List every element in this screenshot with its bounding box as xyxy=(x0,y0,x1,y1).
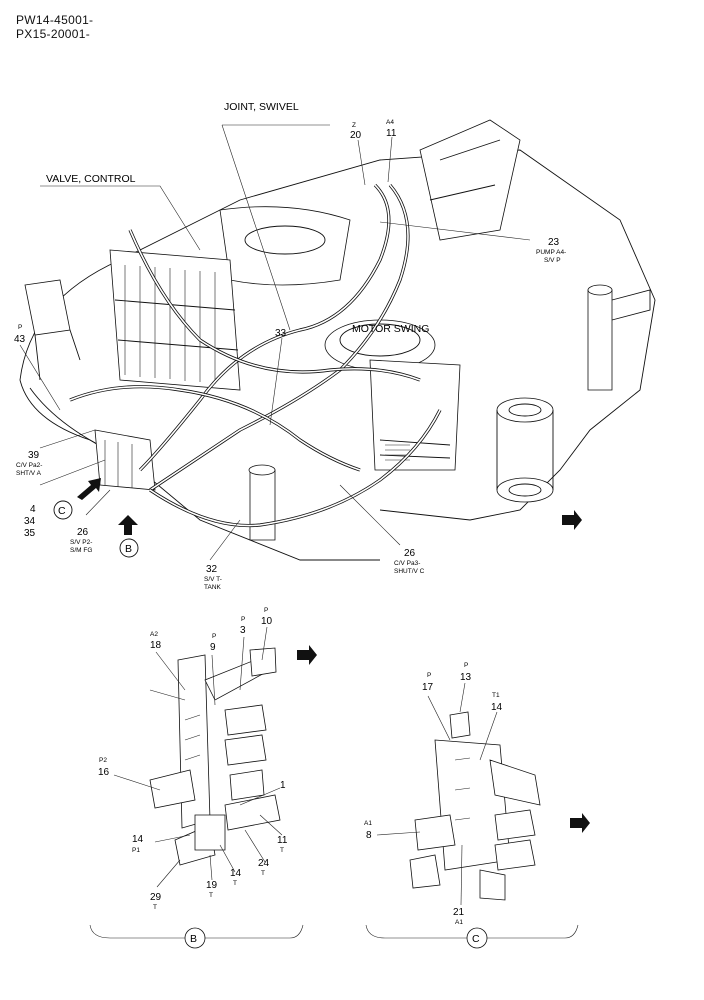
leader-lines-c xyxy=(376,682,498,906)
label-joint-swivel: JOINT, SWIVEL xyxy=(224,101,299,113)
detail-b-10-port: P xyxy=(264,607,268,614)
detail-b-callout-1: 1 xyxy=(280,780,286,791)
callout-43-port: P xyxy=(18,324,22,331)
detail-c-13-port: P xyxy=(464,662,468,669)
svg-text:B: B xyxy=(190,933,197,945)
view-marker-b: B xyxy=(119,538,139,558)
label-motor-swing: MOTOR SWING xyxy=(352,323,429,335)
detail-b-3-port: P xyxy=(241,616,245,623)
detail-b-callout-3: 3 xyxy=(240,625,246,636)
detail-c-callout-14: 14 xyxy=(491,702,503,713)
main-frame-drawing xyxy=(19,119,656,561)
detail-c-17-port: P xyxy=(427,672,431,679)
detail-b-11-port: T xyxy=(280,847,284,854)
callout-23: 23 xyxy=(548,237,560,248)
callout-32-desc-2: TANK xyxy=(204,584,222,591)
detail-b-callout-14: 14 xyxy=(132,834,144,845)
detail-b-callout-10: 10 xyxy=(261,616,273,627)
detail-b-19-port: T xyxy=(209,892,213,899)
detail-b-callout-11: 11 xyxy=(277,835,288,846)
callout-33: 33 xyxy=(275,328,287,339)
view-marker-c: C xyxy=(53,500,73,520)
view-arrow-right-main xyxy=(562,510,582,530)
callout-26b-desc-1: C/V Pa3- xyxy=(394,560,420,567)
leader-lines-main xyxy=(19,124,531,561)
callout-34: 34 xyxy=(24,516,36,527)
detail-b-title: B xyxy=(89,924,304,949)
svg-text:C: C xyxy=(58,505,66,517)
callout-26b-desc-2: SHUT/V C xyxy=(394,568,425,575)
callout-39-desc-2: SHT/V A xyxy=(16,470,42,477)
view-arrow-right-b xyxy=(297,645,317,665)
detail-c-21-port: A1 xyxy=(455,919,463,926)
callout-11: 11 xyxy=(386,128,397,139)
detail-c-8-port: A1 xyxy=(364,820,372,827)
callout-26a: 26 xyxy=(77,527,89,538)
detail-b-callout-14b: 14 xyxy=(230,868,242,879)
detail-c-14-port: T1 xyxy=(492,692,500,699)
detail-b-callout-29: 29 xyxy=(150,892,162,903)
svg-text:B: B xyxy=(125,543,132,555)
detail-c-callout-8: 8 xyxy=(366,830,372,841)
callout-32-desc-1: S/V T- xyxy=(204,576,222,583)
view-c-arrow xyxy=(77,478,101,500)
detail-b-callout-18: 18 xyxy=(150,640,162,651)
serial-range-1: PW14-45001- xyxy=(16,13,94,27)
callout-23-desc-1: PUMP A4- xyxy=(536,249,566,256)
detail-c-drawing xyxy=(409,711,541,901)
serial-range-2: PX15-20001- xyxy=(16,27,91,41)
callout-26a-desc-1: S/V P2- xyxy=(70,539,92,546)
callout-39: 39 xyxy=(28,450,40,461)
callout-20: 20 xyxy=(350,130,362,141)
callout-20-port: Z xyxy=(352,122,356,129)
detail-b-14b-port: T xyxy=(233,880,237,887)
detail-b-callout-16: 16 xyxy=(98,767,110,778)
view-arrow-right-c xyxy=(570,813,590,833)
hydraulic-hoses xyxy=(69,183,442,528)
detail-b-callout-9: 9 xyxy=(210,642,216,653)
detail-b-callout-24: 24 xyxy=(258,858,270,869)
detail-c-callout-17: 17 xyxy=(422,682,434,693)
callout-43: 43 xyxy=(14,334,26,345)
detail-b-24-port: T xyxy=(261,870,265,877)
callout-35: 35 xyxy=(24,528,36,539)
view-b-arrow xyxy=(118,515,138,535)
detail-c-callout-21: 21 xyxy=(453,907,465,918)
callout-26a-desc-2: S/M FG xyxy=(70,547,92,554)
detail-b-14-port: P1 xyxy=(132,847,140,854)
callout-26b: 26 xyxy=(404,548,416,559)
leader-lines-b xyxy=(113,626,283,888)
detail-b-18-port: A2 xyxy=(150,631,158,638)
detail-b-drawing xyxy=(149,647,281,866)
detail-c-callout-13: 13 xyxy=(460,672,472,683)
motor-vent-grille xyxy=(385,444,410,461)
detail-b-16-port: P2 xyxy=(99,757,107,764)
callout-4: 4 xyxy=(30,504,36,515)
detail-b-9-port: P xyxy=(212,633,216,640)
callout-23-desc-2: S/V P xyxy=(544,257,561,264)
detail-c-title: C xyxy=(365,924,579,949)
callout-39-desc-1: C/V Pa2- xyxy=(16,462,42,469)
detail-b-29-port: T xyxy=(153,904,157,911)
callout-11-port: A4 xyxy=(386,119,394,126)
detail-b-callout-19: 19 xyxy=(206,880,218,891)
label-valve-control: VALVE, CONTROL xyxy=(46,173,136,185)
callout-32: 32 xyxy=(206,564,218,575)
svg-text:C: C xyxy=(472,933,480,945)
